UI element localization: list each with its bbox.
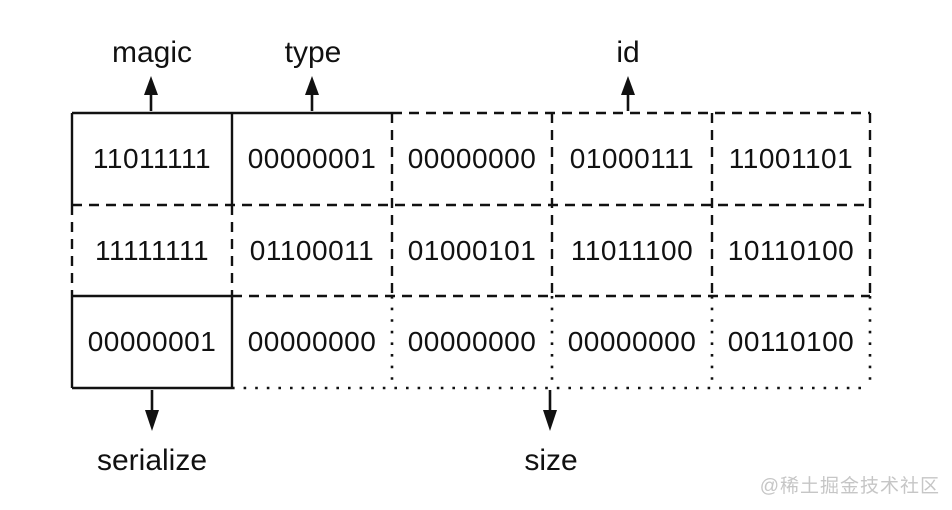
byte-cell-1-2: 01000101 bbox=[407, 234, 537, 266]
byte-cell-0-1: 00000001 bbox=[247, 143, 377, 174]
label-magic: magic bbox=[111, 36, 193, 69]
byte-cell-1-3: 11011100 bbox=[570, 234, 694, 266]
byte-cell-1-1: 01100011 bbox=[249, 234, 375, 266]
byte-cell-0-2: 00000000 bbox=[407, 143, 537, 174]
byte-cell-0-4: 11001101 bbox=[728, 143, 854, 174]
byte-cell-2-4: 00110100 bbox=[727, 326, 855, 357]
label-serialize: serialize bbox=[96, 444, 208, 477]
byte-cell-2-3: 00000000 bbox=[567, 326, 697, 357]
watermark: @稀土掘金技术社区 bbox=[759, 476, 940, 497]
byte-cell-2-0: 00000001 bbox=[87, 326, 217, 357]
grid-dashed-lines bbox=[70, 111, 872, 298]
label-type: type bbox=[284, 36, 342, 69]
label-id: id bbox=[616, 36, 640, 69]
grid-solid-lines bbox=[70, 111, 392, 390]
byte-cell-2-1: 00000000 bbox=[247, 326, 377, 357]
type-arrow-up-icon bbox=[305, 76, 319, 111]
byte-cell-1-0: 11111111 bbox=[94, 234, 210, 266]
byte-cell-0-0: 11011111 bbox=[92, 143, 212, 174]
byte-cell-2-2: 00000000 bbox=[407, 326, 537, 357]
serialize-arrow-down-icon bbox=[145, 390, 159, 431]
byte-cell-0-3: 01000111 bbox=[569, 143, 695, 174]
size-arrow-down-icon bbox=[543, 390, 557, 431]
magic-arrow-up-icon bbox=[144, 76, 158, 111]
label-size: size bbox=[524, 444, 578, 477]
id-arrow-up-icon bbox=[621, 76, 635, 111]
byte-cell-1-4: 10110100 bbox=[727, 234, 855, 266]
